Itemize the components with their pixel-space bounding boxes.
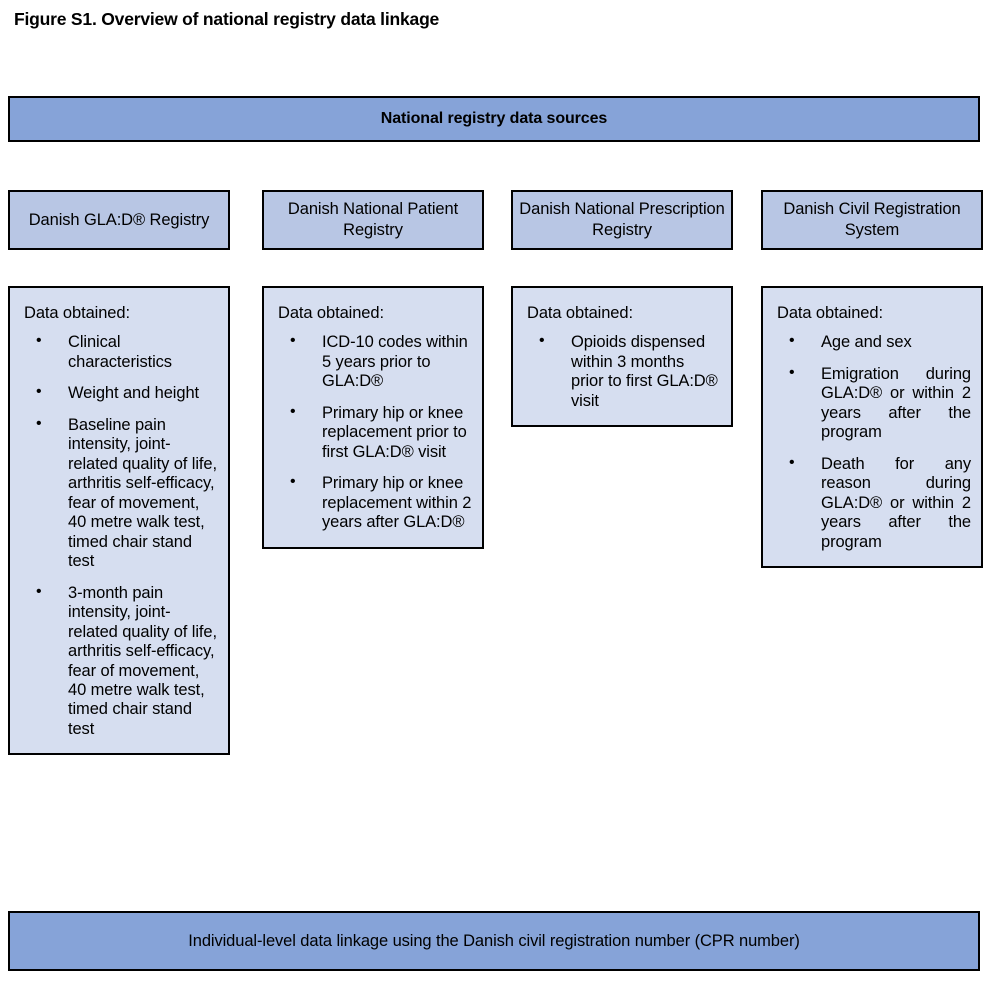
data-box-2: Data obtained: Opioids dispensed within … — [511, 286, 733, 428]
data-item: ICD-10 codes within 5 years prior to GLA… — [278, 332, 472, 391]
data-item-list-2: Opioids dispensed within 3 months prior … — [527, 332, 721, 411]
data-obtained-label-1: Data obtained: — [278, 304, 384, 322]
registry-header-2: Danish National Prescription Registry — [511, 190, 733, 250]
data-item: 3-month pain intensity, joint-related qu… — [24, 583, 218, 740]
data-obtained-label-2: Data obtained: — [527, 304, 633, 322]
data-item: Primary hip or knee replacement prior to… — [278, 403, 472, 462]
registry-header-3: Danish Civil Registration System — [761, 190, 983, 250]
data-item: Clinical characteristics — [24, 332, 218, 372]
banner-top-label: National registry data sources — [380, 110, 608, 127]
banner-individual-level-data-linkage: Individual-level data linkage using the … — [8, 911, 980, 971]
data-item: Primary hip or knee replacement within 2… — [278, 473, 472, 532]
data-item: Opioids dispensed within 3 months prior … — [527, 332, 721, 411]
data-item: Emigration during GLA:D® or within 2 yea… — [777, 364, 971, 443]
data-item-list-0: Clinical characteristicsWeight and heigh… — [24, 332, 218, 740]
data-item-list-1: ICD-10 codes within 5 years prior to GLA… — [278, 332, 472, 532]
data-box-0: Data obtained: Clinical characteristicsW… — [8, 286, 230, 756]
registry-header-1: Danish National Patient Registry — [262, 190, 484, 250]
banner-bottom-label: Individual-level data linkage using the … — [188, 931, 800, 950]
data-item-list-3: Age and sexEmigration during GLA:D® or w… — [777, 332, 971, 552]
figure-title: Figure S1. Overview of national registry… — [14, 9, 440, 29]
data-item: Death for any reason during GLA:D® or wi… — [777, 454, 971, 552]
data-item: Age and sex — [777, 332, 971, 352]
data-box-3: Data obtained: Age and sexEmigration dur… — [761, 286, 983, 569]
data-obtained-label-3: Data obtained: — [777, 304, 883, 322]
data-item: Baseline pain intensity, joint-related q… — [24, 415, 218, 572]
data-item: Weight and height — [24, 383, 218, 403]
banner-national-registry-data-sources: National registry data sources — [8, 96, 980, 142]
data-box-1: Data obtained: ICD-10 codes within 5 yea… — [262, 286, 484, 549]
registry-header-0: Danish GLA:D® Registry — [8, 190, 230, 250]
data-obtained-label-0: Data obtained: — [24, 304, 130, 322]
